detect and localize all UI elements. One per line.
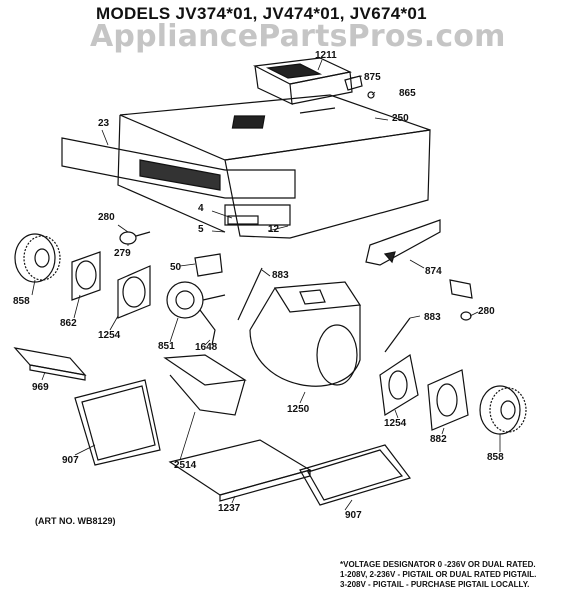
part-label-858-right: 858 — [487, 452, 504, 463]
tray-969 — [13, 347, 87, 381]
part-label-1254-right: 1254 — [384, 418, 407, 429]
part-label-50: 50 — [170, 262, 182, 273]
part-label-4: 4 — [198, 203, 204, 214]
leader-lines — [31, 59, 501, 511]
blower-housing-1250 — [249, 281, 362, 387]
rod-883-left — [237, 267, 263, 321]
part-label-865: 865 — [399, 88, 416, 99]
part-label-862: 862 — [60, 318, 77, 329]
rear-flange-874 — [365, 219, 441, 266]
part-label-280-right: 280 — [478, 306, 495, 317]
rod-883-right — [384, 317, 411, 353]
bracket-280-right — [449, 279, 473, 321]
motor-plate-862 — [71, 251, 101, 301]
part-label-12: 12 — [268, 224, 280, 235]
part-label-1237: 1237 — [218, 503, 241, 514]
motor-plate-882 — [427, 369, 469, 431]
part-label-1254-left: 1254 — [98, 330, 121, 341]
part-label-23: 23 — [98, 118, 110, 129]
mount-ring-1254-right — [379, 354, 419, 416]
clip-875 — [344, 75, 363, 91]
part-label-2514: 2514 — [174, 460, 197, 471]
part-label-250: 250 — [392, 113, 409, 124]
part-label-1250: 1250 — [287, 404, 310, 415]
screw-865 — [367, 91, 375, 99]
mount-ring-1254-left — [117, 265, 151, 319]
blower-wheel-858-right — [479, 385, 527, 435]
blower-wheel-858-left — [14, 233, 61, 283]
part-label-5: 5 — [198, 224, 204, 235]
part-label-279: 279 — [114, 248, 131, 259]
footnote-line: 3-208V - PIGTAIL - PURCHASE PIGTAIL LOCA… — [340, 580, 530, 589]
part-label-851: 851 — [158, 341, 175, 352]
part-label-280-top: 280 — [98, 212, 115, 223]
part-label-874: 874 — [425, 266, 442, 277]
part-label-1648: 1648 — [195, 342, 218, 353]
part-label-883-right: 883 — [424, 312, 441, 323]
part-label-875: 875 — [364, 72, 381, 83]
footnote-line: *VOLTAGE DESIGNATOR 0 -236V OR DUAL RATE… — [340, 560, 536, 569]
lamp-279 — [119, 231, 151, 245]
footnote-line: 1-208V, 2-236V - PIGTAIL OR DUAL RATED P… — [340, 570, 537, 579]
part-label-907-left: 907 — [62, 455, 79, 466]
motor-851 — [166, 281, 226, 346]
art-number: (ART NO. WB8129) — [35, 516, 116, 526]
part-label-1211: 1211 — [315, 50, 337, 61]
part-label-883-left: 883 — [272, 270, 289, 281]
deflector-2514 — [163, 354, 247, 416]
duct-1211 — [252, 57, 353, 105]
voltage-footnote: *VOLTAGE DESIGNATOR 0 -236V OR DUAL RATE… — [340, 560, 568, 590]
switch-50 — [194, 253, 223, 277]
part-label-882: 882 — [430, 434, 447, 445]
part-label-858-left: 858 — [13, 296, 30, 307]
filter-907-right — [299, 444, 412, 506]
hood-housing-250 — [117, 94, 431, 239]
part-label-969: 969 — [32, 382, 49, 393]
filter-907-left — [74, 379, 161, 466]
part-label-907-right: 907 — [345, 510, 362, 521]
front-panel-23 — [61, 137, 296, 226]
watermark-text: AppliancePartsPros.com — [90, 19, 506, 54]
page-title: MODELS JV374*01, JV474*01, JV674*01 — [96, 4, 427, 23]
